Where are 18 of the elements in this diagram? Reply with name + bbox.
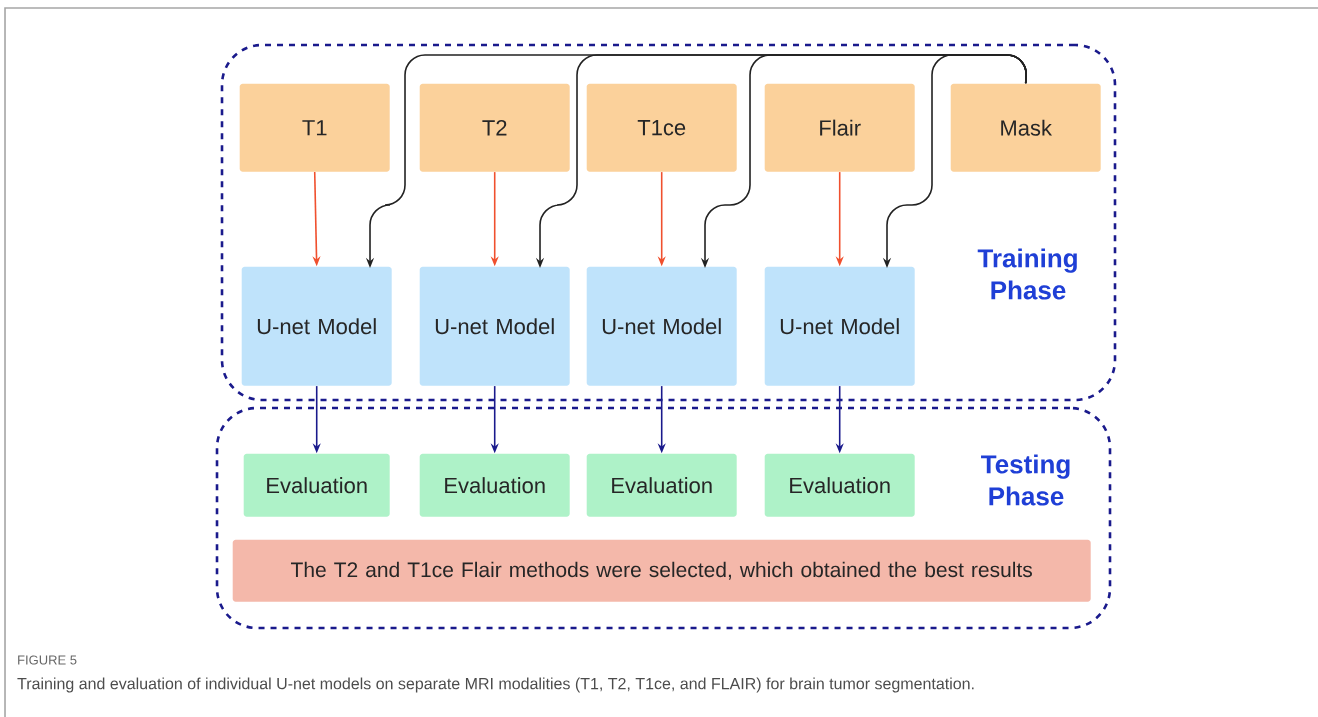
evaluation-box: Evaluation [586, 453, 737, 517]
phase-title: Training Phase [977, 248, 1077, 300]
model-box: U-net Model [764, 266, 915, 386]
modality-box: T1ce [586, 83, 737, 172]
modality-box: Mask [950, 83, 1101, 172]
evaluation-box: Evaluation [243, 453, 390, 517]
caption: Training and evaluation of individual U-net models on separate MRI modalities (T1, T2, T1ce, and FLAIR) for brain tumor segmentation. [17, 677, 974, 693]
evaluation-box: Evaluation [764, 453, 915, 517]
modality-box: T1 [239, 83, 390, 172]
phase-title: Testing Phase [981, 454, 1070, 506]
modality-box: Flair [764, 83, 915, 172]
model-box: U-net Model [586, 266, 737, 386]
model-box: U-net Model [419, 266, 570, 386]
result-box: The T2 and T1ce Flair methods were selected, which obtained the best results [232, 539, 1091, 602]
model-box: U-net Model [241, 266, 392, 386]
modality-box: T2 [419, 83, 570, 172]
evaluation-box: Evaluation [419, 453, 570, 517]
figure-label: FIGURE 5 [18, 655, 77, 665]
